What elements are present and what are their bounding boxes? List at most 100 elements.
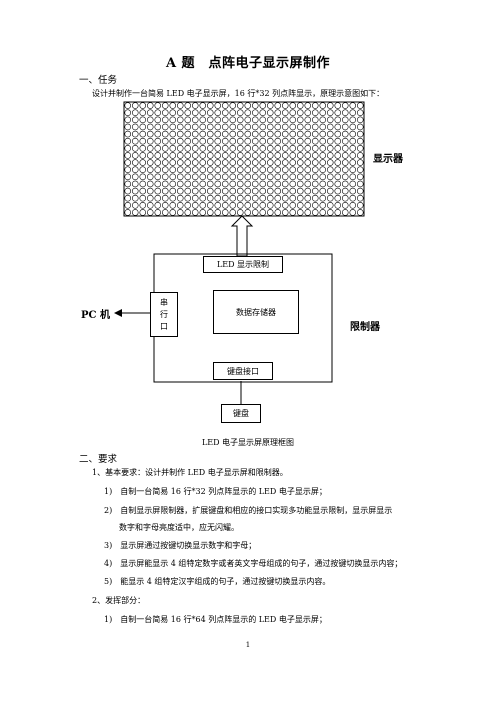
led-dot [356,209,364,216]
led-dot [131,137,139,145]
led-dot [221,166,229,173]
led-dot [311,180,319,188]
led-dot [259,180,267,188]
led-dot [266,116,274,124]
led-dot [161,194,169,202]
led-dot [199,116,207,124]
led-dot [281,102,289,109]
led-dot [259,209,267,216]
matrix-frame [123,101,365,217]
led-dot [169,159,177,166]
led-dot [139,194,147,202]
led-dot [191,202,199,209]
led-dot [281,116,289,124]
led-dot [206,137,214,145]
led-dot [176,152,184,159]
led-dot [184,173,192,181]
led-dot [356,180,364,188]
led-dot [296,145,304,152]
led-dot [296,137,304,145]
led-dot [161,102,169,109]
req-item-2-continued: 数字和字母亮度适中，应无闪耀。 [119,523,239,532]
led-dot [161,159,169,166]
led-dot [266,102,274,109]
led-dot [176,166,184,173]
led-dot [251,173,259,181]
led-dot [266,194,274,202]
led-dot [349,130,357,138]
led-dot [131,123,139,131]
led-dot [304,130,312,138]
led-dot [146,130,154,138]
led-dot [191,123,199,131]
led-dot [251,187,259,195]
led-dot [124,130,132,138]
led-dot [311,109,319,116]
led-dot [154,137,162,145]
led-dot [266,187,274,195]
led-dot [236,130,244,138]
led-dot [229,109,237,116]
led-dot [326,202,334,209]
led-dot [259,187,267,195]
led-dot [139,123,147,131]
led-dot [251,159,259,166]
led-dot [281,194,289,202]
led-dot [236,173,244,181]
led-dot [131,166,139,173]
led-dot [139,152,147,159]
led-dot [356,173,364,181]
led-dot [221,194,229,202]
led-dot [191,180,199,188]
led-dot [259,137,267,145]
page-title: A 题 点阵电子显示屏制作 [165,56,331,71]
led-dot [139,187,147,195]
led-dot [184,166,192,173]
led-dot [341,116,349,124]
led-dot [139,209,147,216]
led-dot [236,159,244,166]
up-arrow [230,215,254,257]
led-dot [326,123,334,131]
led-dot [304,187,312,195]
led-dot [349,102,357,109]
led-dot [221,123,229,131]
keyboard-interface-box: 键盘接口 [213,362,273,380]
led-dot [281,180,289,188]
led-dot [176,109,184,116]
led-dot [281,137,289,145]
led-dot [229,159,237,166]
led-dot [199,202,207,209]
led-dot [184,123,192,131]
led-dot [124,137,132,145]
led-dot [131,202,139,209]
led-dot [124,116,132,124]
led-dot [191,116,199,124]
led-dot [356,159,364,166]
led-dot [124,145,132,152]
led-dot [124,209,132,216]
led-dot [161,116,169,124]
led-dot [356,102,364,109]
led-dot [169,209,177,216]
led-dot [131,109,139,116]
led-dot [289,130,297,138]
led-dot [229,180,237,188]
led-dot [334,209,342,216]
led-dot [259,173,267,181]
led-dot [341,209,349,216]
led-dot [319,194,327,202]
led-dot [319,145,327,152]
led-dot [259,102,267,109]
led-dot [311,145,319,152]
led-dot [326,137,334,145]
led-dot [334,137,342,145]
led-dot [206,123,214,131]
led-dot [304,102,312,109]
led-dot [169,173,177,181]
led-dot [356,166,364,173]
led-dot [191,173,199,181]
led-dot [154,194,162,202]
led-dot [199,166,207,173]
led-dot [184,202,192,209]
